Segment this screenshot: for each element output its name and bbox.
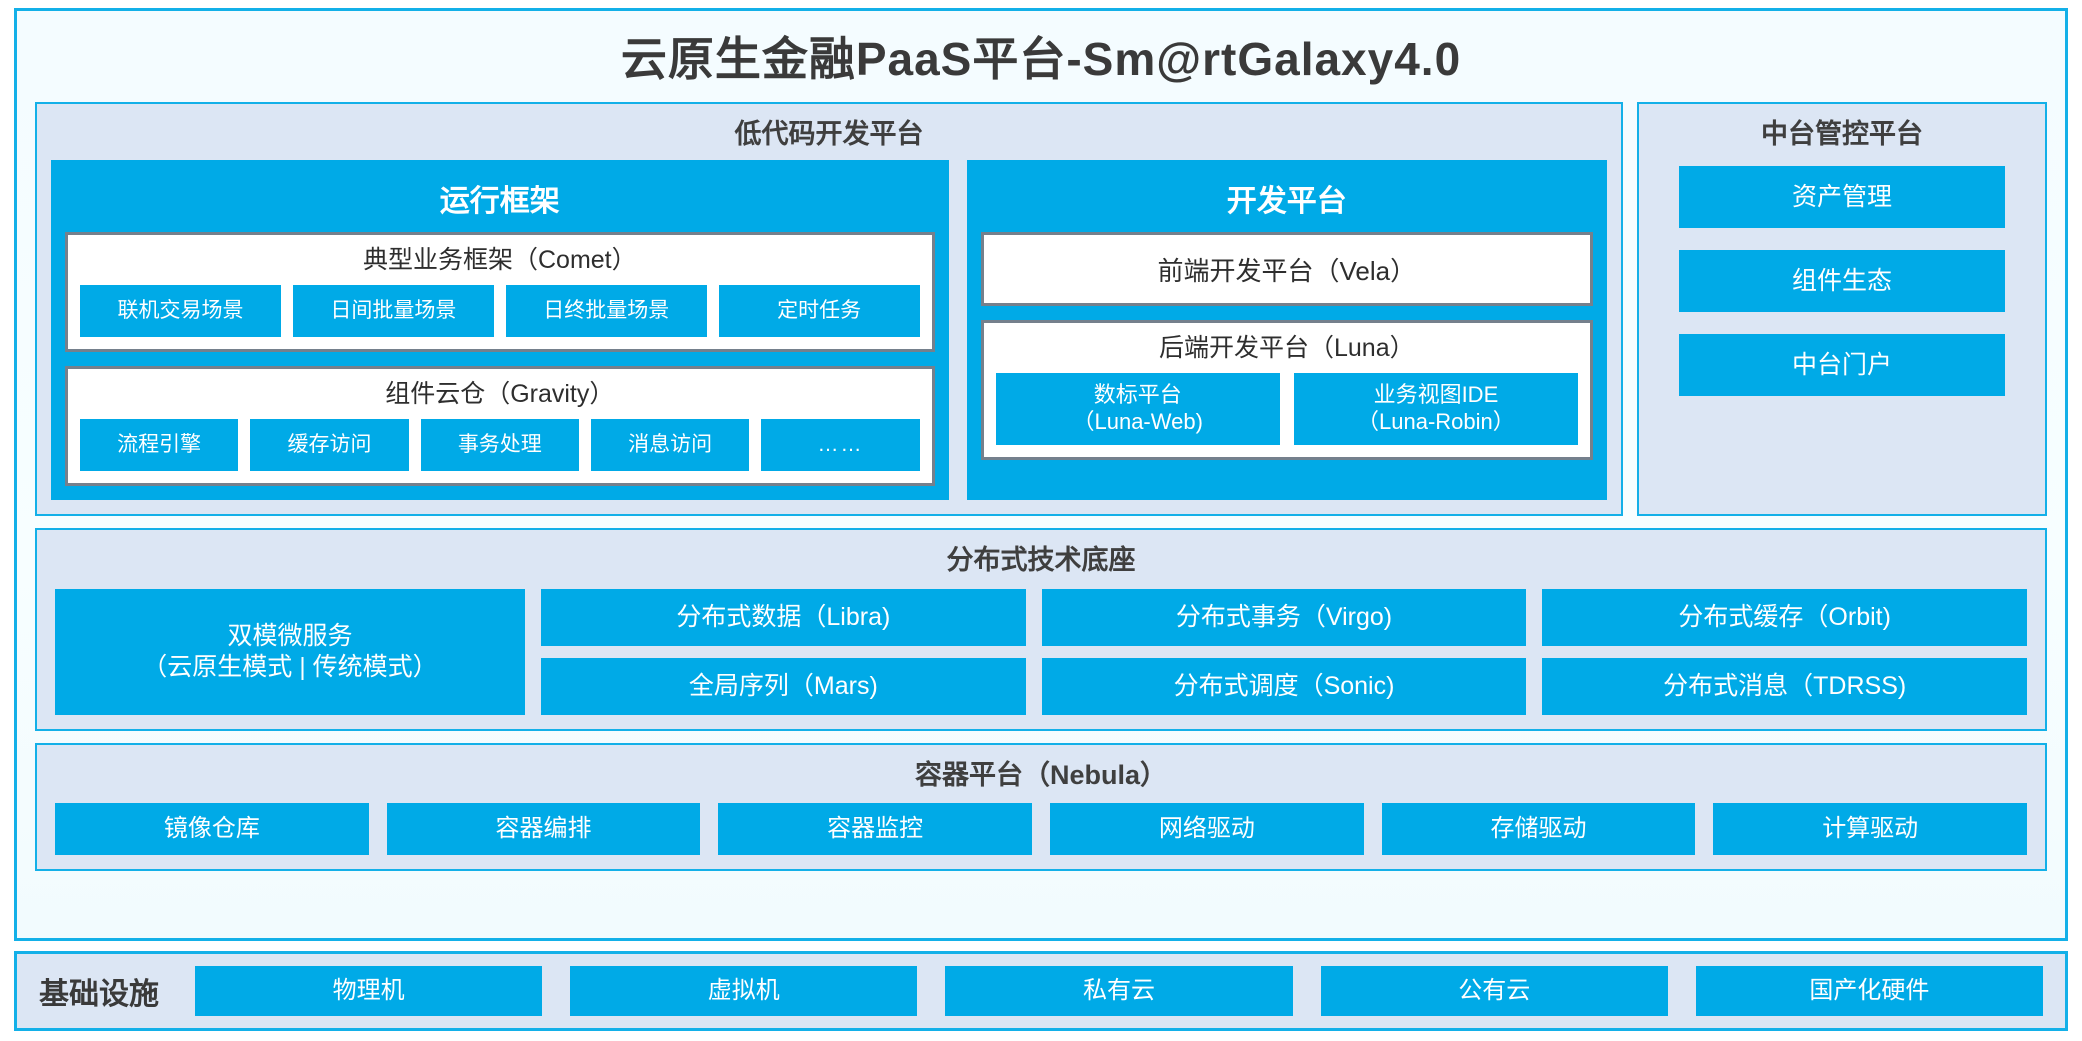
midctl-item-component-ecosystem[interactable]: 组件生态 (1679, 250, 2005, 313)
luna-item-robin[interactable]: 业务视图IDE （Luna-Robin） (1293, 373, 1579, 446)
platform-outer-panel: 云原生金融PaaS平台-Sm@rtGalaxy4.0 低代码开发平台 运行框架 … (14, 8, 2068, 941)
infra-item-private-cloud[interactable]: 私有云 (945, 966, 1293, 1016)
techbase-column-3: 分布式缓存（Orbit) 分布式消息（TDRSS) (1542, 588, 2028, 715)
gravity-repository-box: 组件云仓（Gravity） 流程引擎 缓存访问 事务处理 消息访问 …… (65, 366, 935, 487)
nebula-item-network-driver[interactable]: 网络驱动 (1050, 803, 1364, 856)
comet-item[interactable]: 联机交易场景 (80, 285, 281, 338)
gravity-items-row: 流程引擎 缓存访问 事务处理 消息访问 …… (68, 419, 932, 483)
techbase-grid: 双模微服务 （云原生模式 | 传统模式） 分布式数据（Libra) 全局序列（M… (51, 587, 2031, 715)
luna-web-line2: （Luna-Web) (1072, 409, 1203, 435)
nebula-item-compute-driver[interactable]: 计算驱动 (1713, 803, 2028, 856)
comet-title: 典型业务框架（Comet） (362, 246, 637, 275)
techbase-item-sonic[interactable]: 分布式调度（Sonic) (1041, 657, 1527, 715)
midctl-platform-column: 中台管控平台 资产管理 组件生态 中台门户 (1637, 101, 2047, 517)
infra-item-domestic-hardware[interactable]: 国产化硬件 (1695, 966, 2044, 1016)
gravity-title: 组件云仓（Gravity） (385, 380, 615, 409)
microservice-line2: （云原生模式 | 传统模式） (142, 652, 438, 681)
nebula-item-image-registry[interactable]: 镜像仓库 (55, 803, 369, 856)
development-platform-panel: 开发平台 前端开发平台（Vela） 后端开发平台（Luna） 数标平台 （Lun… (966, 160, 1607, 501)
luna-title: 后端开发平台（Luna） (1158, 334, 1415, 363)
infrastructure-label: 基础设施 (39, 978, 159, 1011)
gravity-item-ellipsis[interactable]: …… (761, 419, 920, 472)
techbase-band: 分布式技术底座 双模微服务 （云原生模式 | 传统模式） 分布式数据（Libra… (35, 528, 2047, 731)
techbase-microservice-cell: 双模微服务 （云原生模式 | 传统模式） (55, 588, 525, 715)
luna-robin-line1: 业务视图IDE (1373, 382, 1499, 408)
techbase-item-libra[interactable]: 分布式数据（Libra) (541, 588, 1026, 646)
microservice-line1: 双模微服务 (227, 622, 353, 651)
luna-web-line1: 数标平台 (1093, 382, 1182, 408)
nebula-item-storage-driver[interactable]: 存储驱动 (1381, 803, 1696, 856)
luna-item-web[interactable]: 数标平台 （Luna-Web) (995, 373, 1280, 446)
luna-items-row: 数标平台 （Luna-Web) 业务视图IDE （Luna-Robin） (995, 373, 1579, 446)
comet-item[interactable]: 日间批量场景 (292, 285, 494, 338)
nebula-items-row: 镜像仓库 容器编排 容器监控 网络驱动 存储驱动 计算驱动 (51, 801, 2031, 856)
techbase-item-dual-mode-microservice[interactable]: 双模微服务 （云原生模式 | 传统模式） (55, 588, 525, 715)
techbase-title: 分布式技术底座 (946, 545, 1136, 576)
midctl-platform-title: 中台管控平台 (1761, 118, 1923, 149)
techbase-item-mars[interactable]: 全局序列（Mars) (541, 657, 1026, 715)
page-title: 云原生金融PaaS平台-Sm@rtGalaxy4.0 (620, 33, 1462, 85)
infra-item-physical-machine[interactable]: 物理机 (195, 966, 543, 1016)
comet-item[interactable]: 定时任务 (718, 285, 920, 338)
midctl-platform-band: 中台管控平台 资产管理 组件生态 中台门户 (1637, 101, 2047, 517)
techbase-item-virgo[interactable]: 分布式事务（Virgo) (1041, 588, 1527, 646)
gravity-item[interactable]: 缓存访问 (250, 419, 409, 472)
comet-item[interactable]: 日终批量场景 (505, 285, 707, 338)
midctl-item-portal[interactable]: 中台门户 (1679, 334, 2005, 397)
nebula-item-orchestration[interactable]: 容器编排 (386, 803, 701, 856)
luna-backend-box: 后端开发平台（Luna） 数标平台 （Luna-Web) 业务视图IDE （Lu… (980, 320, 1593, 461)
nebula-band: 容器平台（Nebula） 镜像仓库 容器编排 容器监控 网络驱动 存储驱动 计算… (35, 742, 2047, 872)
luna-robin-line2: （Luna-Robin） (1357, 409, 1515, 435)
techbase-item-orbit[interactable]: 分布式缓存（Orbit) (1542, 588, 2028, 646)
techbase-item-tdrss[interactable]: 分布式消息（TDRSS) (1542, 657, 2028, 715)
infra-item-public-cloud[interactable]: 公有云 (1320, 966, 1668, 1016)
development-platform-title: 开发平台 (1226, 185, 1347, 219)
gravity-item[interactable]: 流程引擎 (80, 419, 239, 472)
infra-item-virtual-machine[interactable]: 虚拟机 (570, 966, 918, 1016)
lowcode-platform-band: 低代码开发平台 运行框架 典型业务框架（Comet） 联机交易场景 日间批量场景… (35, 101, 1623, 517)
vela-frontend-box[interactable]: 前端开发平台（Vela） (980, 232, 1593, 307)
nebula-title: 容器平台（Nebula） (914, 759, 1168, 790)
infrastructure-bar: 基础设施 物理机 虚拟机 私有云 公有云 国产化硬件 (14, 951, 2068, 1031)
nebula-item-monitoring[interactable]: 容器监控 (718, 803, 1033, 856)
techbase-column-2: 分布式事务（Virgo) 分布式调度（Sonic) (1041, 588, 1527, 715)
row-lowcode-and-midctl: 低代码开发平台 运行框架 典型业务框架（Comet） 联机交易场景 日间批量场景… (35, 101, 2047, 517)
runtime-framework-title: 运行框架 (439, 185, 560, 219)
runtime-framework-panel: 运行框架 典型业务框架（Comet） 联机交易场景 日间批量场景 日终批量场景 … (51, 160, 949, 501)
gravity-item[interactable]: 消息访问 (590, 419, 750, 472)
lowcode-platform-title: 低代码开发平台 (734, 118, 924, 149)
techbase-column-1: 分布式数据（Libra) 全局序列（Mars) (541, 588, 1026, 715)
midctl-item-asset-management[interactable]: 资产管理 (1679, 166, 2005, 229)
comet-items-row: 联机交易场景 日间批量场景 日终批量场景 定时任务 (68, 285, 932, 349)
infrastructure-items-row: 物理机 虚拟机 私有云 公有云 国产化硬件 (195, 966, 2044, 1016)
comet-framework-box: 典型业务框架（Comet） 联机交易场景 日间批量场景 日终批量场景 定时任务 (65, 232, 935, 353)
midctl-items-list: 资产管理 组件生态 中台门户 (1653, 160, 2031, 404)
gravity-item[interactable]: 事务处理 (420, 419, 579, 472)
